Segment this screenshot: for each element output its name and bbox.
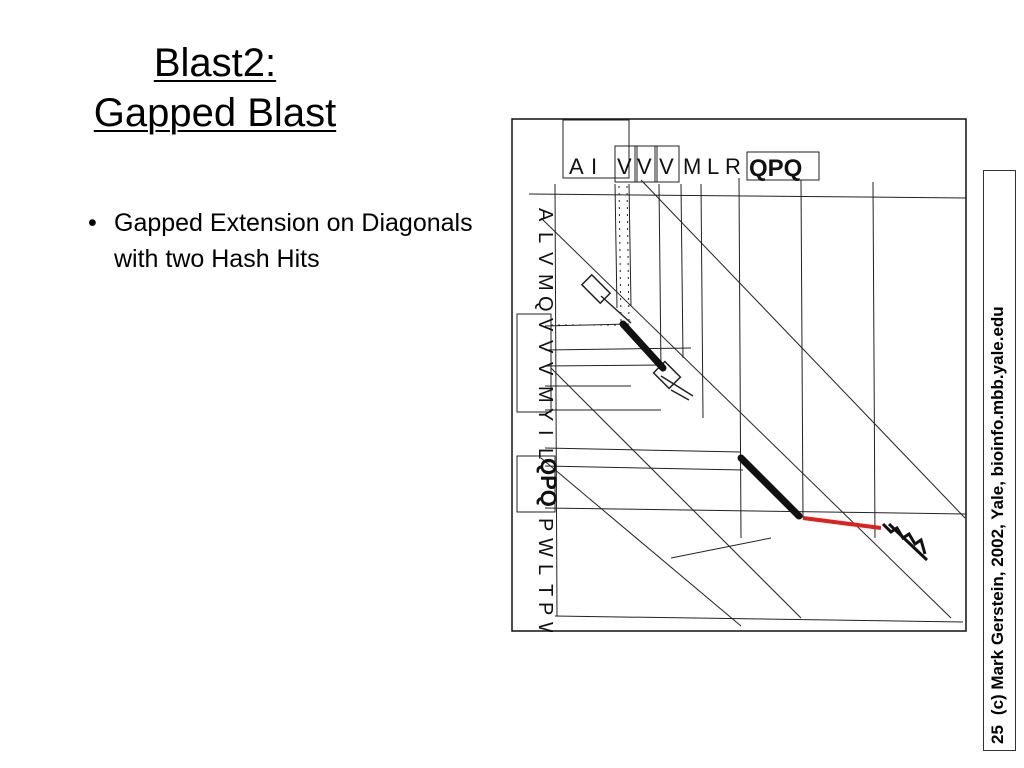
sketch-side-bold: QPQ — [536, 458, 561, 507]
title-line-1: Blast2: — [153, 41, 277, 85]
title-line-2: Gapped Blast — [93, 91, 337, 135]
sketch-side-letter: L — [534, 448, 556, 459]
sketch-side-letter: T — [534, 584, 556, 596]
sketch-top-letter: L — [707, 154, 719, 179]
gapped-blast-sketch: A I V V V M L R QPQ A L V M Q V V V M Y … — [511, 118, 967, 632]
sketch-side-letter: W — [534, 622, 556, 632]
bullet-item: Gapped Extension on Diagonals with two H… — [88, 205, 498, 277]
slide-title: Blast2: Gapped Blast — [40, 38, 390, 138]
sketch-side-letter: V — [534, 252, 556, 266]
sketch-top-letter: R — [725, 154, 741, 179]
bullet-list: Gapped Extension on Diagonals with two H… — [88, 205, 498, 277]
credit-sidebar: 25 (c) Mark Gerstein, 2002, Yale, bioinfo… — [983, 170, 1016, 751]
sketch-side-letter: Y — [534, 408, 556, 421]
sketch-top-letter: V — [637, 154, 652, 179]
credit-text: 25 (c) Mark Gerstein, 2002, Yale, bioinfo… — [988, 306, 1008, 744]
sketch-side-letter: L — [534, 564, 556, 575]
sketch-top-letter: A — [569, 154, 584, 179]
sketch-side-letter: V — [534, 340, 556, 354]
sketch-side-letter: V — [534, 362, 556, 376]
sketch-side-letter: W — [534, 538, 556, 557]
sketch-side-letter: Q — [534, 296, 556, 312]
sketch-side-letter: A — [534, 208, 556, 222]
sketch-top-bold: QPQ — [749, 155, 802, 182]
sketch-side-letter: V — [534, 318, 556, 332]
sketch-side-letter: L — [534, 232, 556, 243]
sketch-top-letter: I — [591, 154, 597, 179]
sketch-side-letter: I — [534, 430, 556, 436]
sketch-top-letter: V — [617, 154, 632, 179]
sketch-side-letter: P — [534, 602, 556, 615]
sketch-top-letter: M — [683, 154, 701, 179]
sketch-side-letter: M — [534, 386, 556, 403]
sketch-top-letter: V — [659, 154, 674, 179]
sketch-side-letter: P — [534, 518, 556, 531]
sketch-side-letter: M — [534, 274, 556, 291]
copyright-line: (c) Mark Gerstein, 2002, Yale, bioinfo.m… — [987, 306, 1007, 716]
page-number: 25 — [987, 725, 1007, 744]
